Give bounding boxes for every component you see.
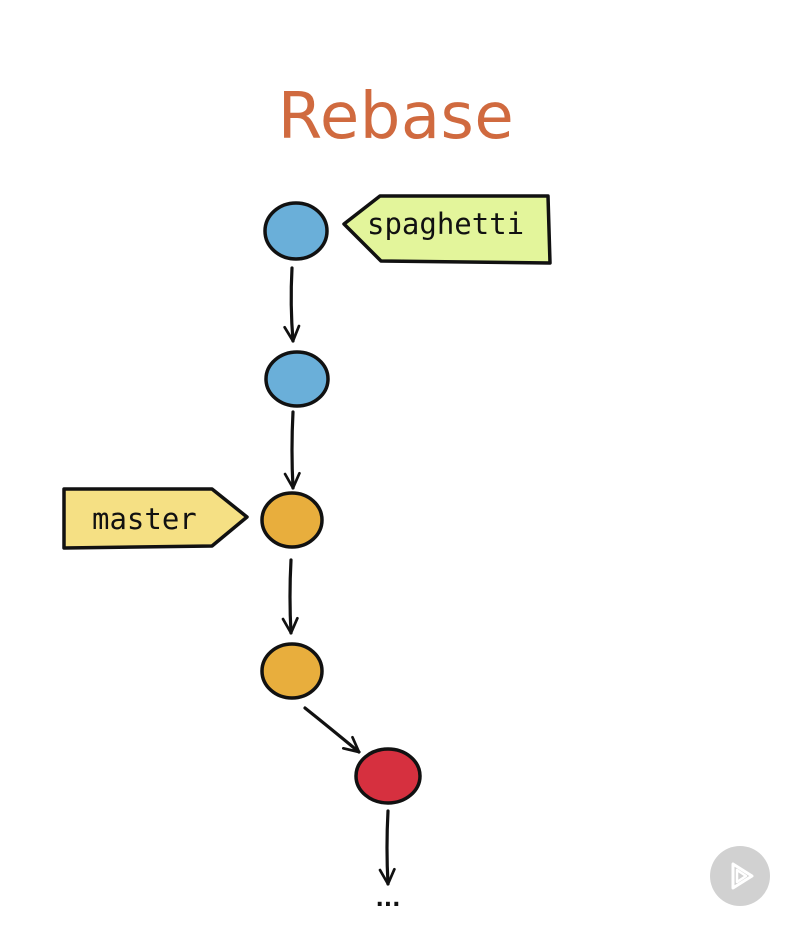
arrow-4-to-5 — [303, 706, 361, 754]
arrow-3-to-4 — [281, 558, 299, 635]
arrow-2-to-3 — [283, 410, 301, 490]
play-icon — [731, 862, 754, 890]
branch-label-master: master — [62, 487, 249, 550]
commit-spaghetti-head — [263, 201, 329, 261]
commit-spaghetti-base — [264, 350, 330, 408]
player-button[interactable] — [710, 846, 770, 906]
slide-title: Rebase — [277, 80, 515, 154]
history-continuation: ... — [375, 887, 400, 912]
branch-name-spaghetti: spaghetti — [367, 207, 524, 241]
branch-label-spaghetti: spaghetti — [342, 194, 552, 265]
branch-name-master: master — [92, 502, 197, 536]
arrow-1-to-2 — [283, 266, 301, 343]
commit-master-head — [260, 491, 324, 549]
commit-master-parent — [260, 642, 324, 700]
arrow-5-to-next — [378, 809, 396, 886]
commit-older — [354, 747, 422, 805]
